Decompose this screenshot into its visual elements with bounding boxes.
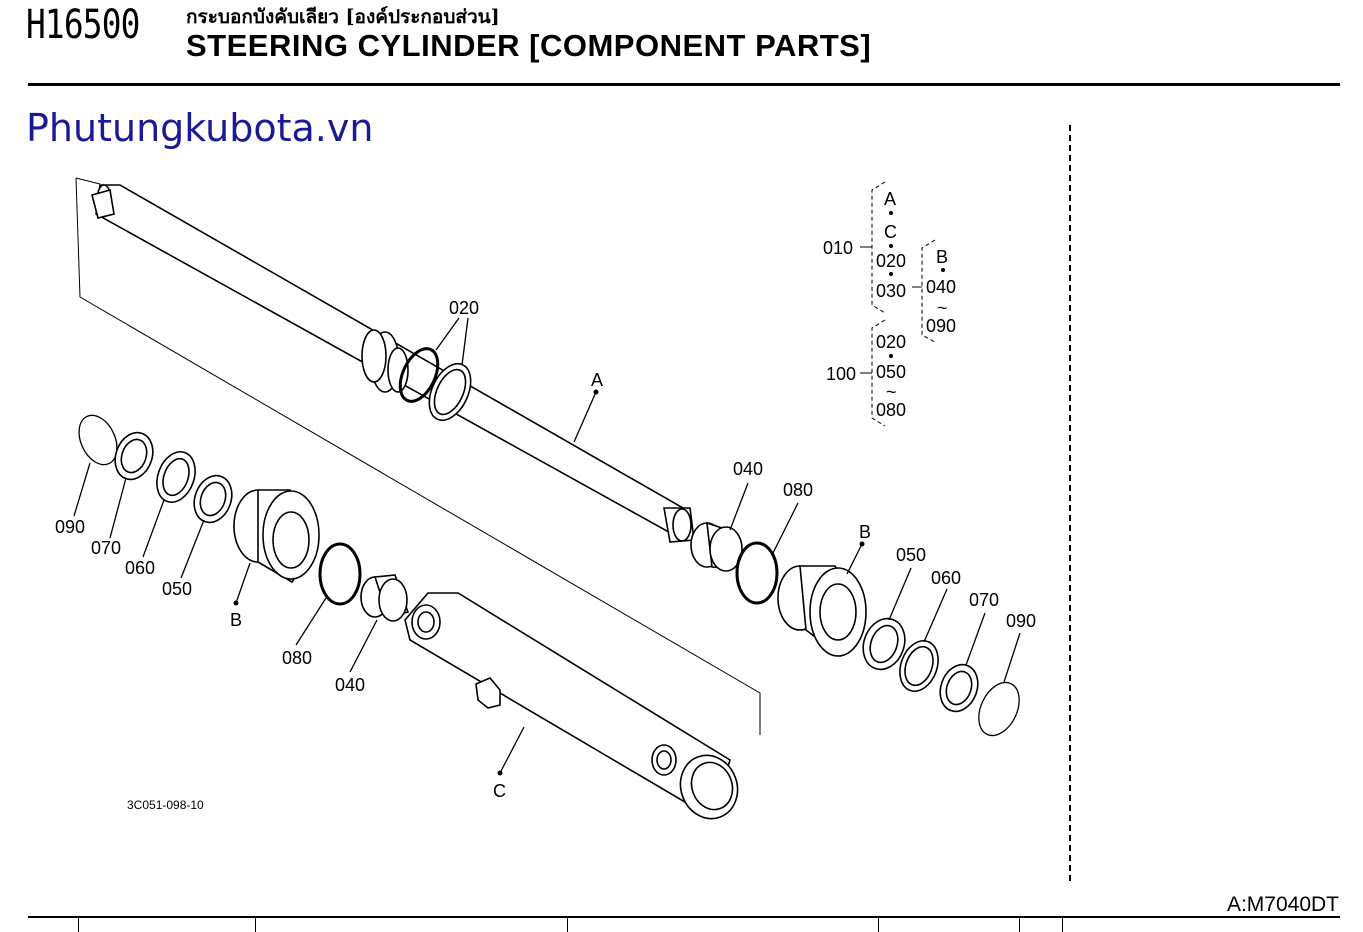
o-ring-080-right-part[interactable] [735, 541, 779, 605]
callout-070-right: 070 [969, 590, 999, 610]
ring-060-right-part[interactable] [893, 635, 945, 696]
section-code: H16500 [26, 2, 140, 48]
figure-id: 3C051-098-10 [127, 798, 204, 812]
table-col-sep [255, 916, 256, 932]
callout-040-left: 040 [335, 675, 365, 695]
header-rule [28, 83, 1340, 86]
callout-c: C [493, 781, 506, 801]
bushing-040-right-part[interactable] [690, 521, 743, 572]
kit-tilde-2: ~ [886, 382, 897, 402]
dashed-divider [1069, 125, 1071, 881]
kit-brackets [860, 181, 945, 427]
kit-tilde-1: ~ [937, 298, 948, 318]
o-ring-020-parts[interactable] [393, 343, 479, 427]
assembly-frame [75, 177, 761, 735]
callout-090-left: 090 [55, 517, 85, 537]
kit-040: 040 [926, 277, 956, 297]
kit-090: 090 [926, 316, 956, 336]
snap-ring-090-right-part[interactable] [971, 676, 1027, 742]
callout-020: 020 [449, 298, 479, 318]
kit-020-first: 020 [876, 251, 906, 271]
cylinder-head-b-left-part[interactable] [233, 489, 320, 584]
kit-020-second: 020 [876, 332, 906, 352]
table-col-sep [1019, 916, 1020, 932]
callout-a: A [591, 370, 603, 390]
table-col-sep [1062, 916, 1063, 932]
kit-010: 010 [823, 238, 853, 258]
watermark-text: Phutungkubota.vn [26, 106, 374, 150]
kit-100: 100 [826, 364, 856, 384]
callout-b-left: B [230, 610, 242, 630]
callout-090-right: 090 [1006, 611, 1036, 631]
title-thai: กระบอกบังคับเลียว [องค์ประกอบส่วน] [186, 6, 500, 28]
title-english: STEERING CYLINDER [COMPONENT PARTS] [186, 28, 872, 63]
callout-040-right: 040 [733, 459, 763, 479]
table-col-sep [878, 916, 879, 932]
callout-050-right: 050 [896, 545, 926, 565]
callout-070-left: 070 [91, 538, 121, 558]
kit-a: A [884, 189, 896, 209]
o-ring-080-left-part[interactable] [318, 542, 362, 606]
table-col-sep [567, 916, 568, 932]
callout-050-left: 050 [162, 579, 192, 599]
cylinder-head-b-right-part[interactable] [777, 565, 867, 658]
callout-080-left: 080 [282, 648, 312, 668]
kit-c: C [884, 222, 897, 242]
model-code: A:M7040DT [1226, 893, 1339, 916]
callout-b-right: B [859, 522, 871, 542]
wiper-070-right-part[interactable] [934, 659, 984, 716]
seal-050-right-part[interactable] [856, 613, 911, 676]
piston-rod-part[interactable] [91, 184, 695, 543]
callout-060-left: 060 [125, 558, 155, 578]
callout-080-right: 080 [783, 480, 813, 500]
snap-ring-090-left-part[interactable] [72, 409, 125, 470]
footer-rule [28, 916, 1340, 918]
bushing-040-left-part[interactable] [360, 574, 410, 622]
ring-060-left-part[interactable] [150, 446, 202, 507]
kit-080: 080 [876, 400, 906, 420]
kit-050: 050 [876, 362, 906, 382]
page-header: H16500 กระบอกบังคับเลียว [องค์ประกอบส่วน… [0, 0, 1363, 90]
seal-050-left-part[interactable] [188, 470, 238, 527]
kit-030: 030 [876, 281, 906, 301]
wiper-070-left-part[interactable] [109, 427, 159, 484]
table-col-sep [78, 916, 79, 932]
callout-060-right: 060 [931, 568, 961, 588]
kit-b: B [936, 247, 948, 267]
cylinder-tube-part[interactable] [404, 592, 746, 827]
